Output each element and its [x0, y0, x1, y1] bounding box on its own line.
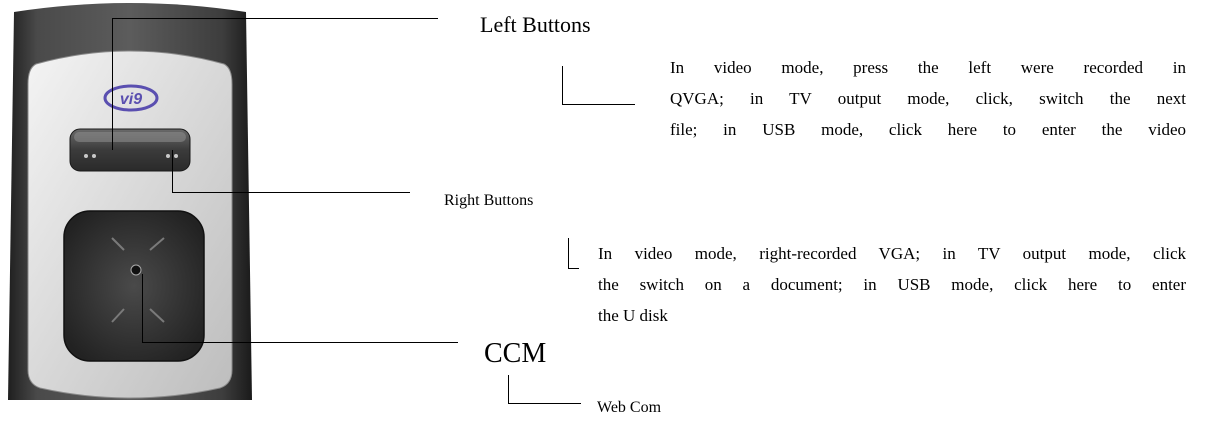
right-description-line: the U disk: [598, 306, 668, 325]
svg-text:vi9: vi9: [120, 91, 142, 108]
leader-left-buttons-horizontal: [112, 18, 438, 19]
leader-left-buttons-vertical: [112, 18, 113, 150]
leader-right-buttons-horizontal: [172, 192, 410, 193]
bracket-left-description: [562, 66, 635, 105]
label-left-buttons: Left Buttons: [480, 12, 591, 37]
label-right-buttons: Right Buttons: [444, 192, 534, 209]
leader-right-buttons-vertical: [172, 150, 173, 192]
right-description-line: the switch on a document; in USB mode, c…: [598, 275, 1186, 294]
right-buttons-description: In video mode, right-recorded VGA; in TV…: [598, 238, 1186, 331]
top-button-bar[interactable]: [69, 128, 191, 172]
left-buttons-description: In video mode, press the left were recor…: [670, 52, 1186, 145]
navigation-pad[interactable]: [63, 210, 205, 362]
label-ccm: CCM: [484, 338, 547, 369]
left-description-line: In video mode, press the left were recor…: [670, 58, 1186, 77]
leader-ccm-horizontal: [142, 342, 458, 343]
right-description-line: In video mode, right-recorded VGA; in TV…: [598, 244, 1186, 263]
brand-logo: vi9: [103, 84, 159, 112]
bracket-web-com: [508, 375, 581, 404]
bracket-right-description: [568, 238, 579, 269]
left-description-line: QVGA; in TV output mode, click, switch t…: [670, 89, 1186, 108]
leader-ccm-vertical: [142, 274, 143, 342]
device-illustration: vi9: [8, 3, 252, 400]
left-description-line: file; in USB mode, click here to enter t…: [670, 120, 1186, 139]
label-web-com: Web Com: [597, 399, 662, 416]
